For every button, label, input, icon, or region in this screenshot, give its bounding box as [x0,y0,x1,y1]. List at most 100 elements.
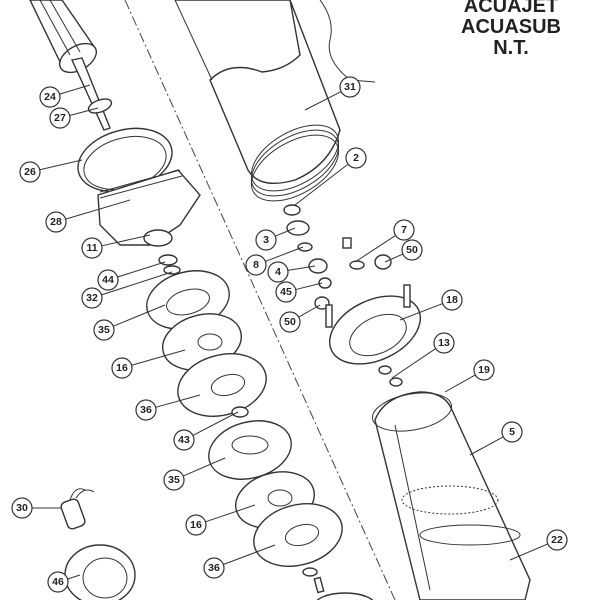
leader-line [399,303,443,321]
title-line-2: ACUASUB [461,16,561,38]
callout-circle [401,239,423,261]
callout-5: 5 [469,421,523,456]
callout-number: 35 [168,474,180,486]
callout-number: 27 [54,112,66,124]
callout-number: 46 [52,576,64,588]
pump-body-part [371,391,531,600]
callout-32: 32 [81,271,173,309]
callout-24: 24 [39,84,91,108]
leader-line [295,282,323,291]
callout-circle [275,281,297,303]
callout-circle [135,399,157,421]
callout-number: 2 [353,152,359,164]
title-line-3: N.T. [493,37,529,59]
callout-circle [47,571,69,593]
leader-line [69,107,99,116]
leader-line [287,265,316,271]
callout-22: 22 [509,529,568,561]
callout-16: 16 [185,504,256,536]
callout-circle [81,287,103,309]
callout-circle [11,497,33,519]
axis-line [124,0,396,600]
pump-head-part [325,284,422,387]
leader-line [509,543,548,561]
callout-number: 4 [275,266,281,278]
leader-line [275,227,296,237]
callout-circle [93,319,115,341]
leader-line [384,253,404,263]
callout-number: 50 [406,244,418,256]
callout-circle [345,147,367,169]
leader-line [304,91,342,111]
callout-circle [245,254,267,276]
callout-number: 36 [208,562,220,574]
leader-line [101,234,151,247]
leader-line [469,436,504,456]
callout-circle [473,359,495,381]
callout-circle [279,311,301,333]
callout-35: 35 [93,304,166,341]
callout-19: 19 [444,359,495,393]
callout-number: 16 [190,519,202,531]
callout-number: 44 [102,274,114,286]
callout-7: 7 [354,219,415,263]
callout-43: 43 [173,411,239,451]
callout-circle [163,469,185,491]
callout-35: 35 [163,457,226,491]
leader-line [113,304,166,327]
callout-circle [255,229,277,251]
motor-part [29,0,113,131]
callout-number: 31 [344,81,356,93]
leader-line [298,304,321,318]
callout-circle [81,237,103,259]
capacitor-part [60,488,95,530]
leader-line [192,411,239,436]
callout-circle [19,161,41,183]
bearing-housing-part [77,127,201,275]
leader-line [391,348,436,379]
callout-number: 7 [401,224,407,236]
callout-44: 44 [97,261,166,291]
leader-line [59,84,91,95]
callout-28: 28 [45,199,131,233]
callout-circle [45,211,67,233]
callout-number: 28 [50,216,62,228]
callout-number: 32 [86,292,98,304]
callout-number: 13 [438,337,450,349]
small-parts [283,204,392,310]
callout-circle [49,107,71,129]
leader-line [39,159,83,171]
callout-circle [111,357,133,379]
callout-number: 22 [551,534,563,546]
callout-circle [39,86,61,108]
callout-36: 36 [135,394,201,421]
callout-number: 8 [253,259,259,271]
callout-circle [339,76,361,98]
callout-46: 46 [47,571,81,593]
stage-stack-lower [208,420,374,600]
callout-31: 31 [304,76,361,111]
callout-4: 4 [267,261,316,283]
leader-line [117,261,166,278]
diagram-title: ACUAJET ACUASUB N.T. [436,0,586,59]
callout-30: 30 [11,497,62,519]
callout-11: 11 [81,234,151,259]
motor-casing-part [174,0,376,202]
leader-line [265,246,304,262]
callout-circle [203,557,225,579]
callout-number: 36 [140,404,152,416]
callout-circle [185,514,207,536]
callout-26: 26 [19,159,83,183]
callout-circle [501,421,523,443]
callout-number: 43 [178,434,190,446]
stage-stack-upper [146,270,267,418]
callout-number: 24 [44,91,56,103]
suction-part [64,544,136,600]
leader-line [67,574,81,580]
callout-circle [267,261,289,283]
callout-3: 3 [255,227,296,251]
callout-number: 26 [24,166,36,178]
callout-circle [546,529,568,551]
callout-36: 36 [203,544,276,579]
